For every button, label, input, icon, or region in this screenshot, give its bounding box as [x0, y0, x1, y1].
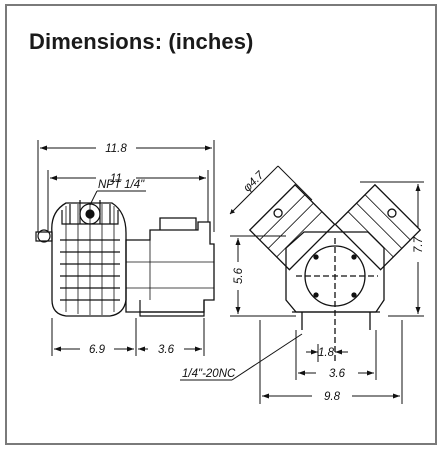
label-center-height: 5.6: [233, 267, 245, 284]
dimension-overall-height: [360, 181, 424, 317]
dimension-base: [180, 320, 403, 404]
motor-body: [125, 217, 215, 313]
dimension-offsets: [51, 318, 205, 356]
crankcase: [285, 231, 385, 364]
page-title: Dimensions: (inches): [29, 29, 254, 54]
dimension-inner-width: [47, 170, 209, 232]
flywheel-housing: [51, 202, 127, 317]
label-center-offset: 1.8: [318, 347, 335, 359]
label-mount-thread: 1/4"-20NC: [182, 368, 236, 380]
label-right-offset: 3.6: [158, 344, 175, 356]
label-port: NPT 1/4": [98, 179, 145, 191]
base-foot: [139, 300, 205, 317]
dimension-center-height: [230, 235, 296, 317]
port-leader: [89, 190, 146, 206]
label-overall-width-front: 9.8: [324, 391, 341, 403]
right-cylinder-head: [334, 183, 422, 271]
inlet-fitting: [35, 229, 53, 243]
label-overall-height: 7.7: [413, 236, 425, 253]
dimension-diameter: [229, 165, 313, 215]
left-cylinder-head: [248, 183, 336, 271]
label-inner-width: 11: [110, 173, 122, 185]
label-base-mount-width: 3.6: [329, 368, 346, 380]
label-left-offset: 6.9: [89, 344, 106, 356]
label-overall-width: 11.8: [105, 143, 127, 155]
dimension-overall-width: [37, 140, 215, 232]
side-view: [35, 140, 215, 356]
front-view: [180, 165, 424, 404]
cylinder-head: [61, 200, 119, 225]
